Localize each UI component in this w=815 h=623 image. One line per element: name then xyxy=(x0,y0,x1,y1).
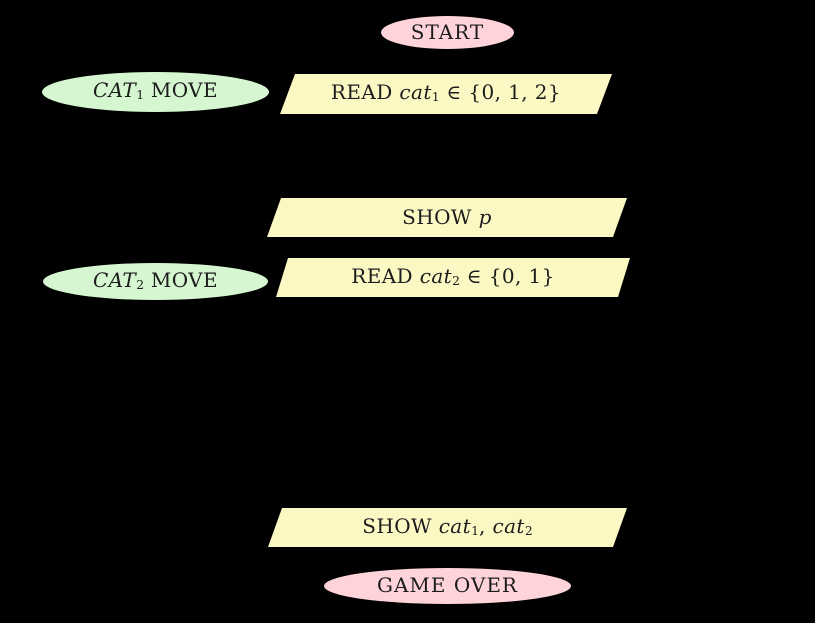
game-over-label: GAME OVER xyxy=(376,573,518,597)
show-cat1-cat2-label: SHOW cat1, cat2 xyxy=(362,513,533,538)
cat2-move-label: CAT2 MOVE xyxy=(92,267,219,292)
start-label: START xyxy=(410,19,485,44)
cat1-move-label: CAT1 MOVE xyxy=(92,78,219,103)
show-cat1-cat2-io-node: SHOW cat1, cat2 xyxy=(268,508,627,547)
read-cat1-label: READ cat1 ∈ {0, 1, 2} xyxy=(330,80,562,105)
read-cat2-label: READ cat2 ∈ {0, 1} xyxy=(351,263,555,288)
start-terminal-node: START xyxy=(380,15,515,50)
cat2-move-node: CAT2 MOVE xyxy=(42,262,269,301)
show-p-io-node: SHOW p xyxy=(267,198,627,237)
show-p-label: SHOW p xyxy=(402,204,492,229)
game-over-terminal-node: GAME OVER xyxy=(323,567,572,605)
read-cat2-io-node: READ cat2 ∈ {0, 1} xyxy=(276,258,630,297)
cat1-move-node: CAT1 MOVE xyxy=(41,71,270,113)
read-cat1-io-node: READ cat1 ∈ {0, 1, 2} xyxy=(280,74,612,114)
